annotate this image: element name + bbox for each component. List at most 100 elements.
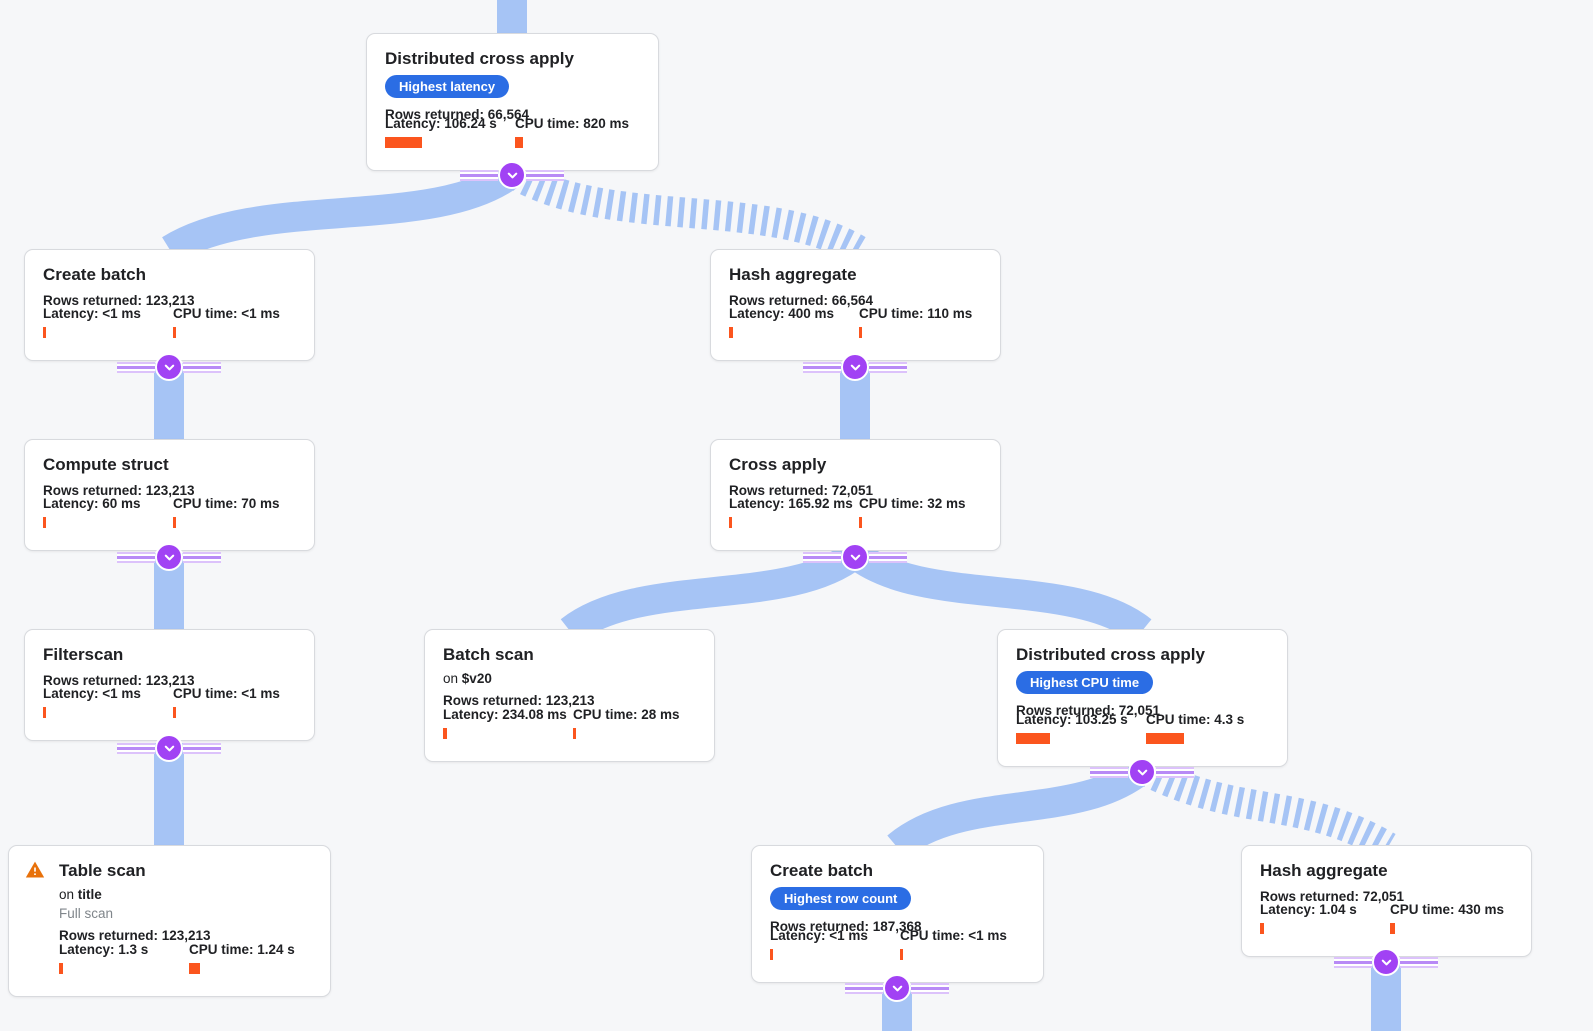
cpu-time-label: CPU time: 32 ms [859,496,966,511]
latency-label: Latency: 1.04 s [1260,902,1357,917]
cpu-time-bar [515,137,523,148]
latency-bar [59,963,63,974]
latency-label: Latency: 165.92 ms [729,496,853,511]
expander-stripes-left [1090,766,1128,778]
cpu-time-bar [1146,733,1184,744]
chevron-down-icon [498,161,526,189]
rows-returned: Rows returned: 123,213 [43,483,195,498]
expander-stripes-left [117,551,155,563]
node-title: Create batch [770,861,873,880]
plan-node-create-batch-1[interactable]: Create batch Rows returned: 123,213 Late… [24,249,315,361]
edge-dca1-to-hash-aggregate-1 [508,161,866,264]
expand-collapse-button-dca2[interactable] [1090,758,1194,786]
latency-label: Latency: 400 ms [729,306,835,321]
latency-bar [729,327,733,338]
expander-stripes-right [869,551,907,563]
expand-collapse-button-hash-aggregate-1[interactable] [803,353,907,381]
rows-returned: Rows returned: 72,051 [729,483,874,498]
latency-bar [43,707,46,718]
cpu-time-bar [173,517,176,528]
node-title: Batch scan [443,645,534,664]
expand-collapse-button-create-batch-2[interactable] [845,974,949,1002]
edge-dca1-to-create-batch-1 [162,160,522,264]
cpu-time-label: CPU time: 70 ms [173,496,280,511]
latency-label: Latency: <1 ms [770,928,868,943]
cpu-time-label: CPU time: <1 ms [173,686,280,701]
expander-stripes-left [803,361,841,373]
cpu-time-bar [189,963,200,974]
plan-node-batch-scan[interactable]: Batch scan on $v20 Rows returned: 123,21… [424,629,715,762]
expand-collapse-button-create-batch-1[interactable] [117,353,221,381]
expander-stripes-right [1156,766,1194,778]
cpu-time-bar [859,327,862,338]
rows-returned: Rows returned: 72,051 [1260,889,1405,904]
latency-label: Latency: 106.24 s [385,116,497,131]
plan-node-create-batch-2[interactable]: Create batch Highest row count Rows retu… [751,845,1044,983]
node-title: Create batch [43,265,146,284]
scan-type: Full scan [59,906,114,921]
plan-node-hash-aggregate-2[interactable]: Hash aggregate Rows returned: 72,051 Lat… [1241,845,1532,957]
expander-stripes-right [183,742,221,754]
chevron-down-icon [1372,948,1400,976]
expander-stripes-right [183,551,221,563]
cpu-time-bar [859,517,862,528]
plan-node-filterscan[interactable]: Filterscan Rows returned: 123,213 Latenc… [24,629,315,741]
latency-bar [385,137,422,148]
cpu-time-label: CPU time: <1 ms [173,306,280,321]
cpu-time-label: CPU time: 1.24 s [189,942,295,957]
rows-returned: Rows returned: 66,564 [385,107,530,122]
expand-collapse-button-filterscan[interactable] [117,734,221,762]
highest-latency-badge: Highest latency [385,75,510,98]
latency-bar [1016,733,1050,744]
chevron-down-icon [155,543,183,571]
node-title: Hash aggregate [1260,861,1388,880]
rows-returned: Rows returned: 123,213 [43,293,195,308]
latency-bar [43,517,46,528]
cpu-time-label: CPU time: 430 ms [1390,902,1505,917]
plan-node-table-scan[interactable]: Table scan on title Full scan Rows retur… [8,845,331,997]
cpu-time-bar [900,949,903,960]
expander-stripes-right [1400,956,1438,968]
plan-node-compute-struct[interactable]: Compute struct Rows returned: 123,213 La… [24,439,315,551]
latency-bar [770,949,773,960]
chevron-down-icon [883,974,911,1002]
cpu-time-label: CPU time: 4.3 s [1146,712,1245,727]
highest-row-count-badge: Highest row count [770,887,912,910]
chevron-down-icon [1128,758,1156,786]
latency-bar [43,327,46,338]
expand-collapse-button-hash-aggregate-2[interactable] [1334,948,1438,976]
cpu-time-label: CPU time: 110 ms [859,306,973,321]
expand-collapse-button-dca1[interactable] [460,161,564,189]
rows-returned: Rows returned: 123,213 [443,693,595,708]
expand-collapse-button-compute-struct[interactable] [117,543,221,571]
node-title: Cross apply [729,455,827,474]
plan-node-hash-aggregate-1[interactable]: Hash aggregate Rows returned: 66,564 Lat… [710,249,1001,361]
expander-stripes-right [869,361,907,373]
cpu-time-bar [1390,923,1395,934]
edge-dca2-to-create-batch-2 [887,756,1152,859]
highest-cpu-time-badge: Highest CPU time [1016,671,1154,694]
warning-icon [25,860,45,880]
latency-bar [729,517,732,528]
latency-label: Latency: 234.08 ms [443,707,567,722]
expander-stripes-left [117,742,155,754]
scan-target: on $v20 [443,671,492,686]
plan-node-distributed-cross-apply-2[interactable]: Distributed cross apply Highest CPU time… [997,629,1288,767]
rows-returned: Rows returned: 187,368 [770,919,922,934]
expand-collapse-button-cross-apply[interactable] [803,543,907,571]
cpu-time-label: CPU time: 28 ms [573,707,680,722]
edge-dca2-to-hash-aggregate-2 [1139,757,1396,860]
rows-returned: Rows returned: 123,213 [43,673,195,688]
chevron-down-icon [155,353,183,381]
latency-label: Latency: <1 ms [43,686,141,701]
expander-stripes-left [460,169,498,181]
node-title: Compute struct [43,455,169,474]
latency-label: Latency: 60 ms [43,496,141,511]
plan-node-cross-apply[interactable]: Cross apply Rows returned: 72,051 Latenc… [710,439,1001,551]
node-title: Distributed cross apply [1016,645,1205,664]
cpu-time-bar [173,707,176,718]
scan-target: on title [59,887,102,902]
expander-stripes-right [183,361,221,373]
plan-node-distributed-cross-apply-1[interactable]: Distributed cross apply Highest latency … [366,33,659,171]
